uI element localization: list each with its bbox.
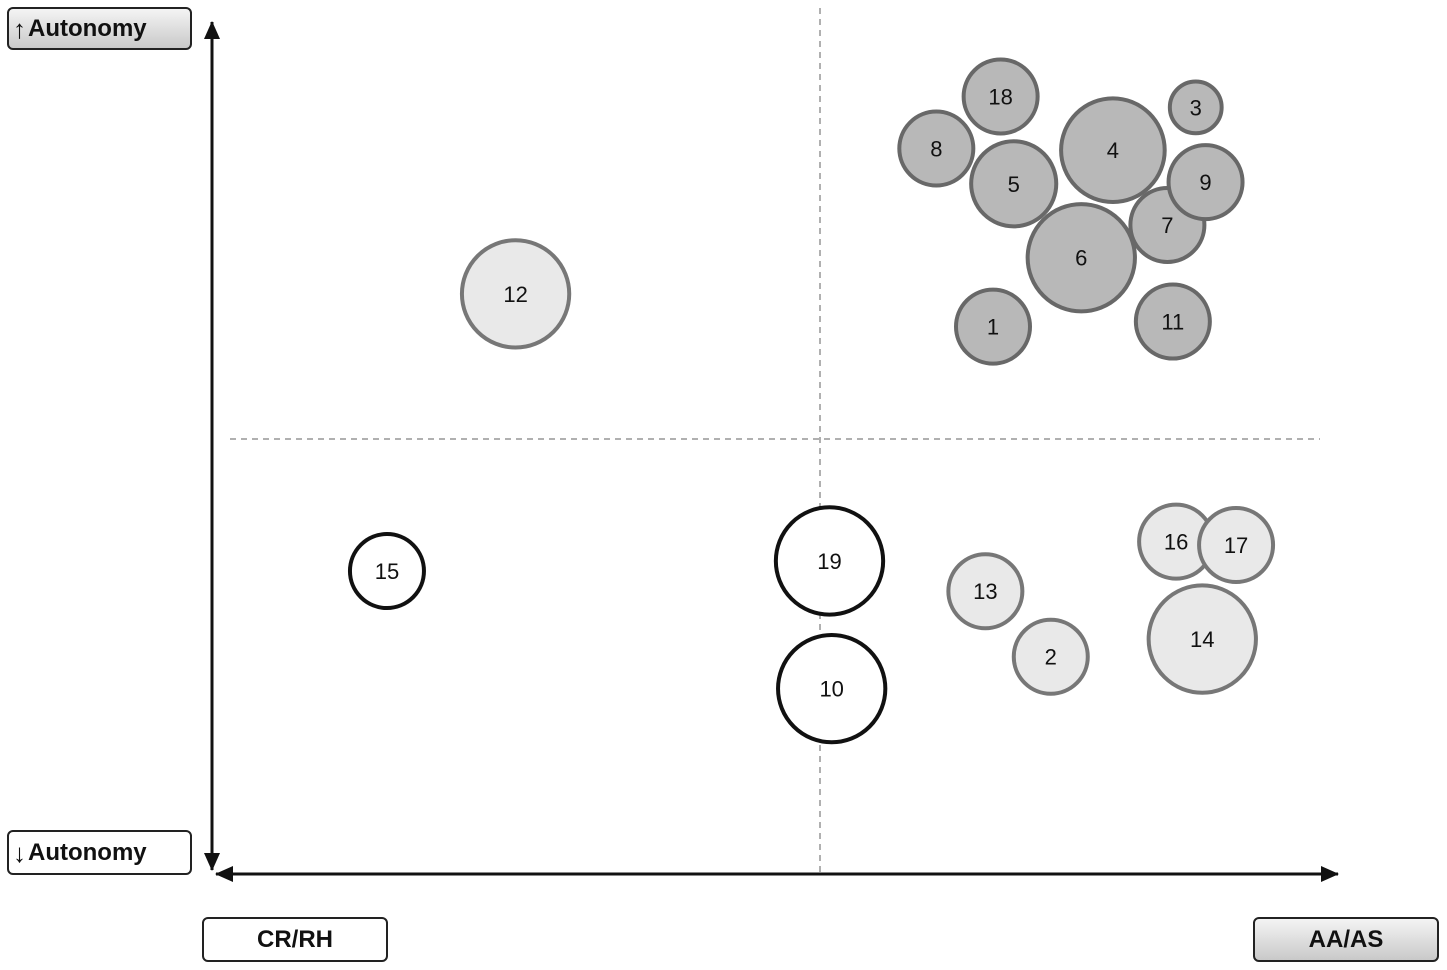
bubble-circle <box>459 238 572 350</box>
bubble-label: 5 <box>1008 172 1020 197</box>
bubble-15: 15 <box>347 532 426 611</box>
bubble-label: 14 <box>1190 627 1214 652</box>
bubble-circle <box>1146 583 1258 695</box>
down-arrow-icon: ↓ <box>13 837 26 868</box>
y-axis-top-text: Autonomy <box>28 14 147 42</box>
x-axis-right-label: AA/AS <box>1253 917 1439 962</box>
bubble-label: 16 <box>1164 530 1188 555</box>
bubble-19: 19 <box>773 505 886 617</box>
bubble-label: 7 <box>1161 213 1173 238</box>
up-arrow-icon: ↑ <box>13 13 26 44</box>
bubble-label: 19 <box>817 549 841 574</box>
bubble-9: 9 <box>1166 143 1245 222</box>
bubble-circle <box>969 139 1059 229</box>
bubble-17: 17 <box>1197 506 1276 584</box>
bubble-label: 1 <box>987 315 999 340</box>
bubble-label: 6 <box>1075 246 1087 271</box>
bubble-label: 10 <box>819 677 843 702</box>
bubble-11: 11 <box>1133 282 1212 361</box>
bubble-label: 15 <box>375 559 399 584</box>
bubble-circle <box>1167 79 1224 136</box>
bubble-circle <box>1011 617 1090 696</box>
bubble-label: 9 <box>1199 170 1211 195</box>
bubble-2: 2 <box>1011 617 1090 696</box>
bubble-1: 1 <box>954 287 1032 366</box>
bubble-label: 4 <box>1107 138 1119 163</box>
bubble-18: 18 <box>961 57 1040 136</box>
bubble-circle <box>776 632 888 745</box>
bubble-circle <box>1059 96 1167 204</box>
bubble-4: 4 <box>1059 96 1167 204</box>
bubble-label: 11 <box>1161 310 1184 335</box>
bubble-label: 18 <box>988 84 1012 109</box>
bubble-label: 3 <box>1190 95 1202 120</box>
bubble-label: 2 <box>1045 645 1057 670</box>
bubble-label: 12 <box>503 282 527 307</box>
bubble-circle <box>773 505 886 617</box>
x-axis-left-label: CR/RH <box>202 917 388 962</box>
bubble-circle <box>1197 506 1276 584</box>
bubble-circle <box>1166 143 1245 222</box>
bubble-6: 6 <box>1025 202 1137 314</box>
bubble-circle <box>897 109 976 188</box>
y-axis-bottom-label: ↓ Autonomy <box>7 830 192 875</box>
bubble-12: 12 <box>459 238 572 350</box>
bubble-5: 5 <box>969 139 1059 229</box>
bubble-label: 13 <box>973 579 997 604</box>
bubble-circle <box>946 552 1025 631</box>
bubble-label: 17 <box>1224 533 1248 558</box>
bubble-circle <box>347 532 426 611</box>
y-axis-top-label: ↑ Autonomy <box>7 7 192 50</box>
bubble-13: 13 <box>946 552 1025 631</box>
bubble-circle <box>954 287 1032 366</box>
bubble-3: 3 <box>1167 79 1224 136</box>
bubble-label: 8 <box>930 137 942 162</box>
bubble-14: 14 <box>1146 583 1258 695</box>
bubble-circle <box>1025 202 1137 314</box>
bubble-circle <box>1133 282 1212 361</box>
bubble-10: 10 <box>776 632 888 745</box>
y-axis-bottom-text: Autonomy <box>28 838 147 866</box>
bubble-8: 8 <box>897 109 976 188</box>
bubble-circle <box>961 57 1040 136</box>
